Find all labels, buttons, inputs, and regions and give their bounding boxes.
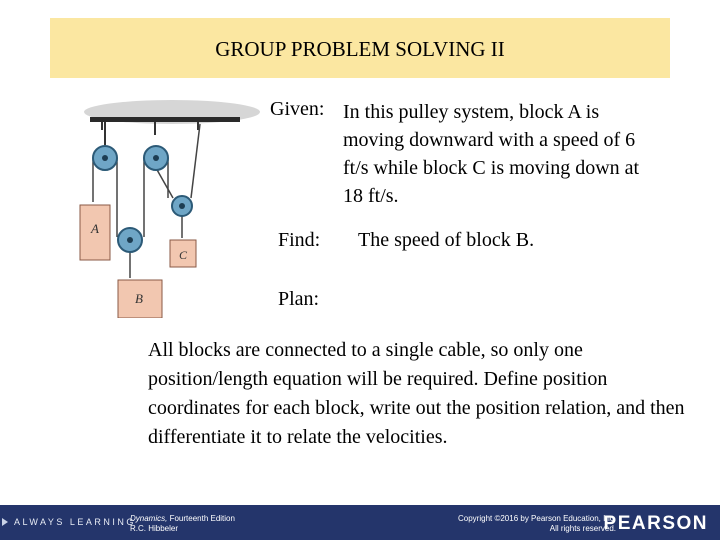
footer-bar: ALWAYS LEARNING Dynamics, Fourteenth Edi…	[0, 505, 720, 540]
pearson-logo: PEARSON	[603, 513, 708, 534]
copyright-line-2: All rights reserved.	[549, 524, 616, 533]
book-edition: Fourteenth Edition	[169, 514, 235, 523]
block-b-label: B	[135, 291, 143, 306]
arrow-icon	[2, 518, 8, 526]
copyright-notice: Copyright ©2016 by Pearson Education, In…	[458, 514, 616, 534]
block-c	[169, 239, 197, 268]
book-author: R.C. Hibbeler	[130, 524, 179, 533]
plan-text: All blocks are connected to a single cab…	[148, 339, 685, 448]
book-credit: Dynamics, Fourteenth Edition R.C. Hibbel…	[130, 514, 235, 534]
always-learning-tagline: ALWAYS LEARNING	[14, 517, 136, 527]
ceiling-bar	[90, 117, 240, 122]
plan-label: Plan:	[278, 288, 320, 310]
pulley-diagram: A C B	[79, 100, 260, 319]
pulley-system-figure: A C B	[60, 90, 265, 319]
slide-title: GROUP PROBLEM SOLVING II	[215, 37, 505, 61]
block-a	[79, 204, 111, 261]
title-band: GROUP PROBLEM SOLVING II	[50, 18, 670, 78]
find-label: Find:	[278, 229, 321, 251]
given-label: Given:	[270, 98, 325, 120]
copyright-line-1: Copyright ©2016 by Pearson Education, In…	[458, 514, 616, 523]
given-text: In this pulley system, block A is moving…	[343, 101, 640, 207]
book-title: Dynamics,	[130, 514, 168, 523]
block-a-label: A	[90, 221, 99, 236]
block-c-label: C	[179, 248, 188, 262]
find-text: The speed of block B.	[358, 229, 535, 251]
